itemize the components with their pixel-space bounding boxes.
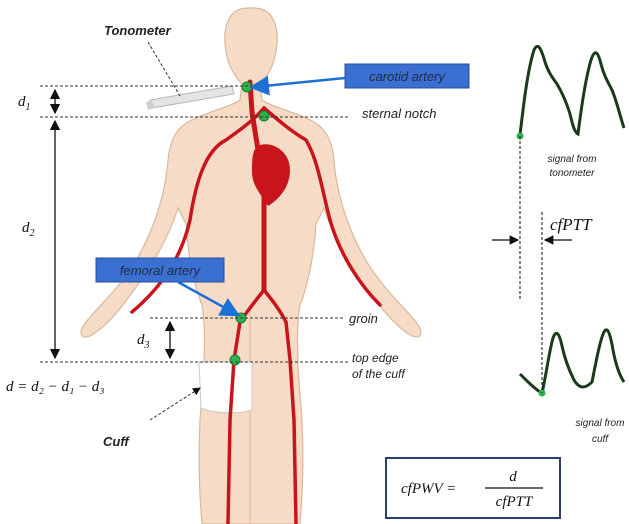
tonometer-label: Tonometer <box>104 23 172 38</box>
cuff-edge-label-line2: of the cuff <box>352 367 406 381</box>
cfptt-label: cfPTT <box>550 215 593 234</box>
ptt-guides <box>520 136 542 393</box>
groin-label: groin <box>349 311 378 326</box>
signal-cuff-label-line1: signal from <box>576 418 625 429</box>
sternal-notch-label: sternal notch <box>362 106 436 121</box>
d1-label: d1 <box>18 94 31 113</box>
cuff-label: Cuff <box>103 434 130 449</box>
carotid-arrow <box>254 78 345 87</box>
formula-numerator: d <box>509 469 517 485</box>
formula-denominator: cfPTT <box>496 494 534 510</box>
cuff-arrow-icon <box>150 388 200 420</box>
femoral-artery-label: femoral artery <box>120 263 202 278</box>
signal-tonometer-label-line2: tonometer <box>549 168 595 179</box>
carotid-artery-tag: carotid artery <box>254 64 469 88</box>
tonometer-leader <box>148 42 180 96</box>
pwv-formula: cfPWV = d cfPTT <box>387 459 559 517</box>
cuff-edge-label-line1: top edge <box>352 351 399 365</box>
d3-label: d3 <box>137 332 150 351</box>
pwv-formula-box: cfPWV = d cfPTT <box>385 457 561 519</box>
tonometer-waveform <box>517 46 625 139</box>
distance-formula: d = d₂ − d₁ − d₃ <box>6 379 105 395</box>
d2-label: d2 <box>22 220 35 239</box>
signal-tonometer-label-line1: signal from <box>548 154 597 165</box>
carotid-artery-label: carotid artery <box>369 69 446 84</box>
cuff-band <box>199 362 252 413</box>
cuff-waveform <box>520 330 624 397</box>
tonometer-probe-icon <box>146 86 234 110</box>
formula-lhs: cfPWV = <box>401 481 456 497</box>
signal-cuff-label-line2: cuff <box>592 434 609 445</box>
